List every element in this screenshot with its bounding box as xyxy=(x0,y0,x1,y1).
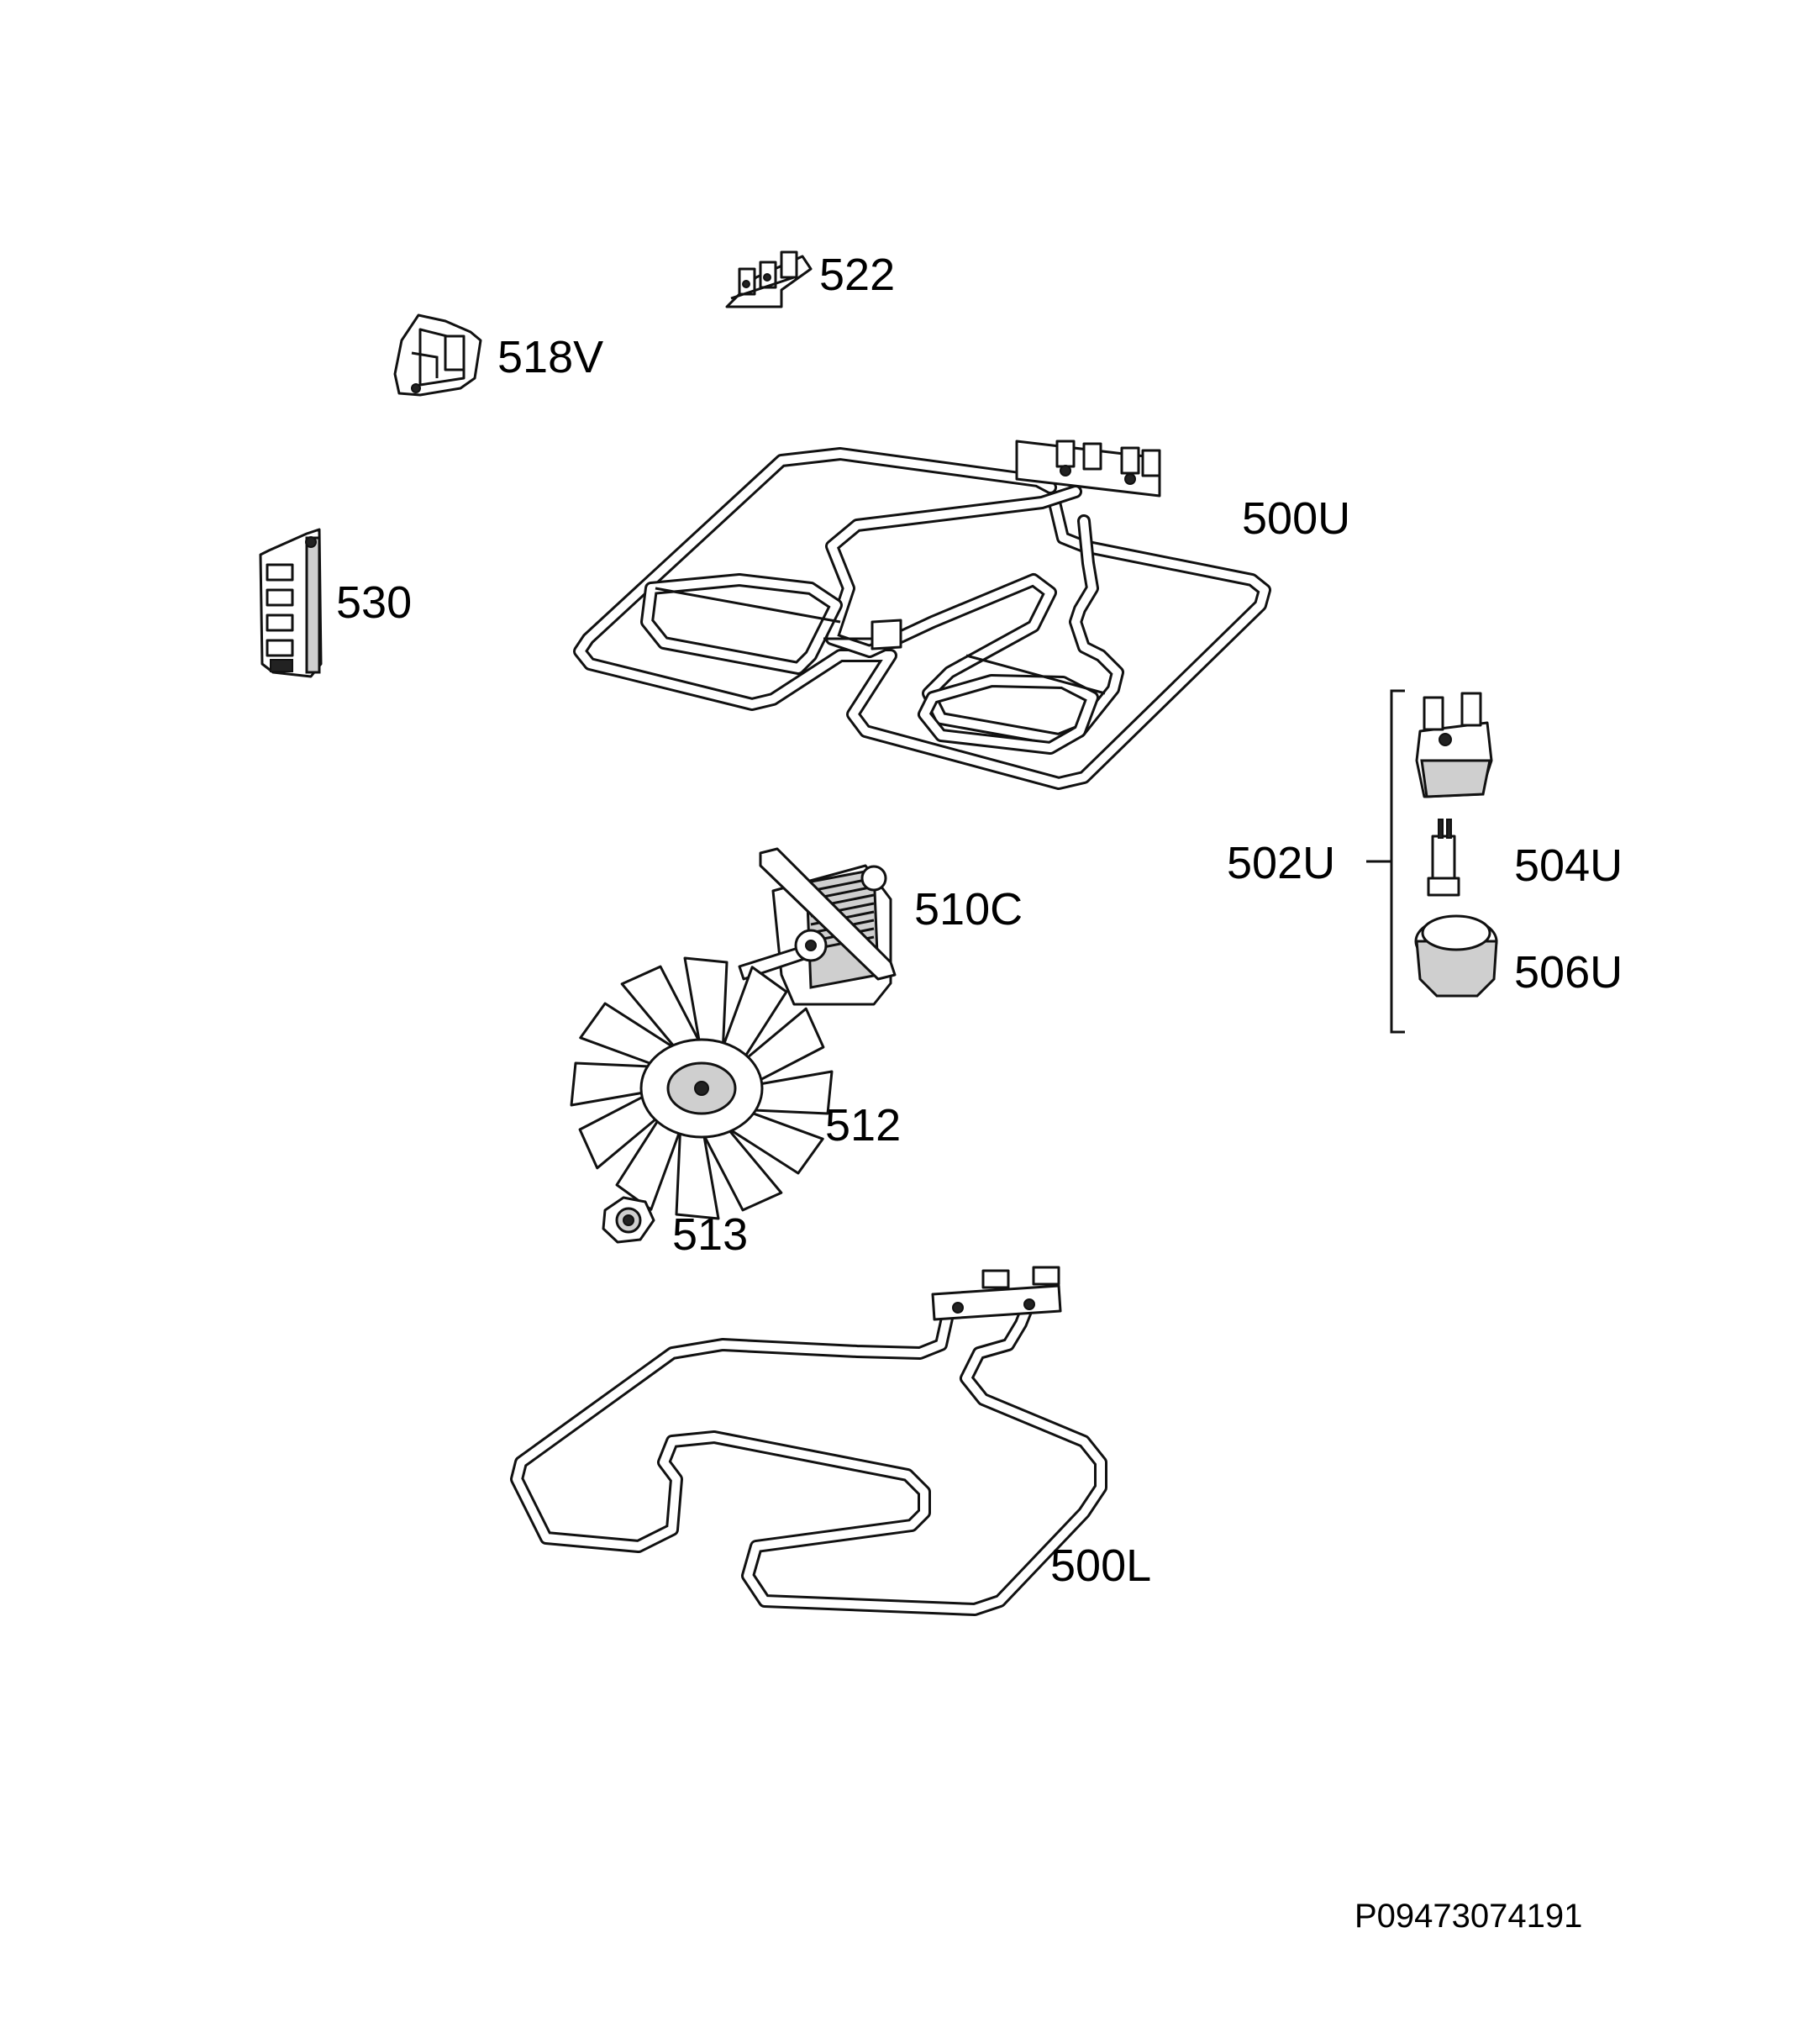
terminal-connector-522 xyxy=(725,250,813,308)
label-518v: 518V xyxy=(497,332,604,382)
label-502u: 502U xyxy=(1227,838,1336,888)
label-530: 530 xyxy=(336,577,413,628)
terminal-block-530 xyxy=(259,528,323,678)
lens-cover-506u xyxy=(1414,914,1498,998)
fan-motor-510c xyxy=(738,847,897,1006)
lamp-assembly-502u xyxy=(1366,689,1493,1034)
drawing-code: P09473074191 xyxy=(1354,1898,1583,1935)
label-500l: 500L xyxy=(1050,1540,1152,1591)
label-513: 513 xyxy=(672,1209,749,1260)
fan-blade-512 xyxy=(570,956,834,1220)
label-504u: 504U xyxy=(1514,840,1623,891)
label-510c: 510C xyxy=(914,884,1023,935)
label-500u: 500U xyxy=(1242,493,1351,544)
label-522: 522 xyxy=(819,250,896,300)
bulb-504u xyxy=(1427,819,1460,897)
nut-513 xyxy=(602,1196,655,1244)
bracket-518v xyxy=(393,313,482,397)
upper-heating-element-500u xyxy=(573,440,1271,790)
label-506u: 506U xyxy=(1514,947,1623,998)
label-512: 512 xyxy=(825,1100,902,1151)
lower-heating-element-500l xyxy=(510,1266,1107,1616)
